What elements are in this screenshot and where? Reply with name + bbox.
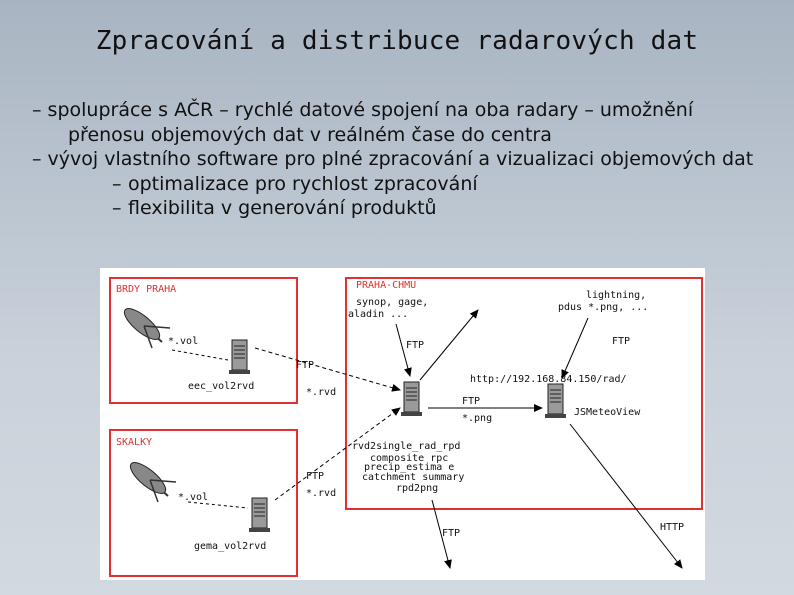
bullet-item: – spolupráce s AČR – rychlé datové spoje… — [32, 98, 772, 147]
bullet-dash: – — [112, 196, 122, 221]
ftp-label: FTP — [306, 471, 324, 482]
bullet-text: spolupráce s AČR – rychlé datové spojení… — [48, 99, 694, 146]
radar-dish-icon — [120, 304, 170, 348]
bullet-text: optimalizace pro rychlost zpracování — [128, 173, 478, 195]
bullet-list: – spolupráce s AČR – rychlé datové spoje… — [32, 98, 772, 221]
lightning-label: lightning, — [586, 290, 646, 301]
skalky-box-label: SKALKY — [116, 437, 152, 448]
server-icon — [545, 384, 566, 418]
praha-input-label: aladin ... — [348, 309, 408, 320]
bullet-dash: – — [32, 99, 42, 121]
flow-arrows — [255, 310, 682, 568]
server-icon — [401, 382, 422, 416]
sub-bullet-item: –flexibilita v generování produktů — [32, 196, 772, 221]
radar-data-flow-diagram: BRDY PRAHA *.vol eec_vol2rvd SKALKY *.vo… — [100, 268, 705, 580]
processing-label: catchment summary — [362, 472, 464, 483]
http-out-label: HTTP — [660, 522, 684, 533]
sub-bullet-item: –optimalizace pro rychlost zpracování — [32, 172, 772, 197]
brdy-box-label: BRDY PRAHA — [116, 284, 176, 295]
ftp-label: FTP — [612, 336, 630, 347]
radar-dish-icon — [126, 458, 176, 502]
bullet-item: – vývoj vlastního software pro plné zpra… — [32, 147, 772, 172]
bullet-dash: – — [32, 148, 42, 170]
skalky-file-label: *.vol — [178, 492, 208, 503]
server-icon — [249, 498, 270, 532]
url-label: http://192.168.84.150/rad/ — [470, 374, 627, 385]
rvd-label: *.rvd — [306, 387, 336, 398]
ftp-label: FTP — [406, 340, 424, 351]
png-label: *.png — [462, 413, 492, 424]
rvd-label: *.rvd — [306, 488, 336, 499]
jsmeteoview-label: JSMeteoView — [574, 407, 641, 418]
bullet-text: vývoj vlastního software pro plné zpraco… — [48, 148, 754, 170]
bullet-text: flexibilita v generování produktů — [128, 197, 437, 219]
praha-input-label: synop, gage, — [356, 297, 428, 308]
slide-title: Zpracování a distribuce radarových dat — [0, 26, 794, 56]
ftp-label: FTP — [462, 396, 480, 407]
server-icon — [229, 340, 250, 374]
praha-box-label: PRAHA-CHMU — [356, 280, 416, 291]
lightning-label: pdus *.png, ... — [558, 302, 648, 313]
skalky-radar-box — [110, 430, 297, 576]
skalky-server-label: gema_vol2rvd — [194, 541, 266, 552]
brdy-file-label: *.vol — [168, 336, 198, 347]
processing-label: rvd2single_rad_rpd — [352, 441, 460, 452]
brdy-server-label: eec_vol2rvd — [188, 381, 254, 392]
ftp-out-label: FTP — [442, 528, 460, 539]
ftp-label: FTP — [296, 360, 314, 371]
bullet-dash: – — [112, 172, 122, 197]
processing-label: rpd2png — [396, 483, 438, 494]
